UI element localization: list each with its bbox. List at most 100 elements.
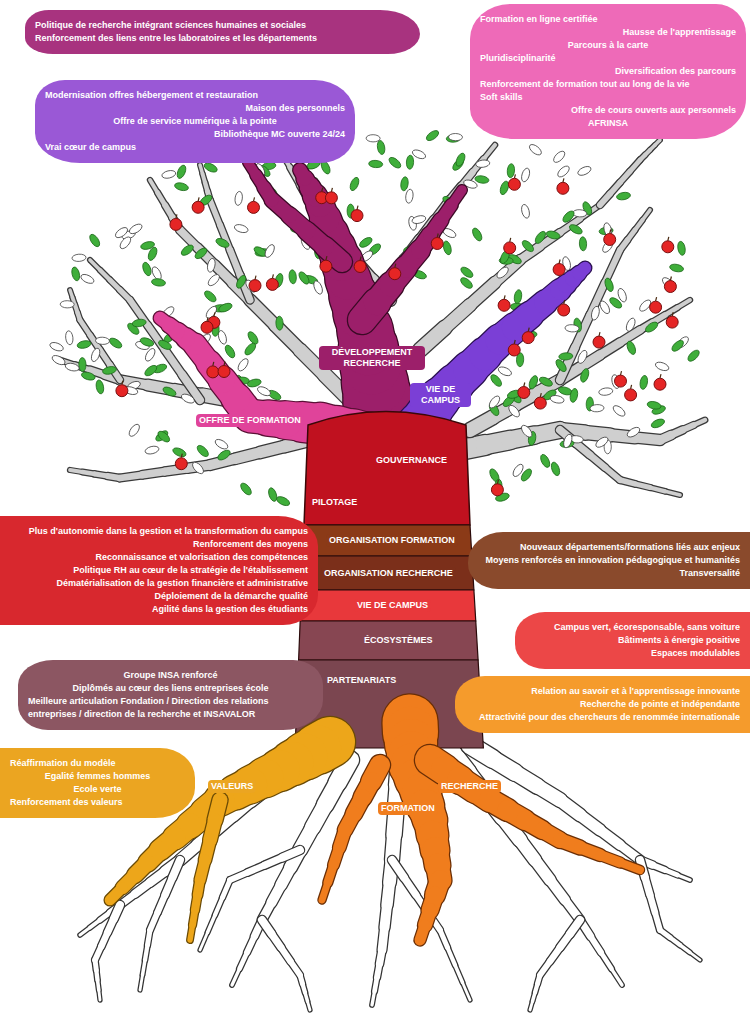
branch-segment	[665, 491, 680, 495]
leaf	[519, 467, 533, 483]
cloud-line: Nouveaux départements/formations liés au…	[478, 541, 740, 554]
branch	[60, 360, 330, 440]
leaf	[108, 336, 124, 350]
cloud-line: Bâtiments à énergie positive	[525, 634, 740, 647]
cloud-line: Renforcement de formation tout au long d…	[480, 78, 736, 91]
leaf	[497, 365, 513, 377]
leaf	[528, 143, 543, 157]
apple	[508, 178, 520, 190]
branch-segment	[70, 470, 83, 472]
apple-stem	[214, 312, 215, 316]
cloud-line: Relation au savoir et à l'apprentissage …	[465, 685, 740, 698]
cloud-line: Reconnaissance et valorisation des compé…	[10, 551, 308, 564]
leaf	[276, 316, 284, 330]
branch-segment	[200, 933, 208, 951]
leaf	[550, 461, 562, 477]
branch-segment	[448, 948, 456, 966]
branch-label: VIE DE CAMPUS	[410, 383, 471, 407]
branch-segment	[143, 960, 146, 975]
cloud-bubble: Formation en ligne certifiéeHausse de l'…	[470, 4, 746, 139]
cloud-line: Recherche de pointe et indépendante	[465, 698, 740, 711]
cloud-line: Renforcement des valeurs	[10, 796, 185, 809]
branch-segment	[605, 250, 620, 283]
leaf	[128, 222, 144, 235]
apple-stem	[668, 237, 669, 241]
leaf	[489, 373, 504, 388]
branch-segment	[650, 488, 665, 492]
research-branch	[240, 150, 342, 262]
branch-segment	[665, 308, 678, 316]
apple	[518, 387, 530, 399]
cloud-line: Maison des personnels	[45, 102, 345, 115]
branch	[560, 430, 680, 495]
leaf	[647, 400, 662, 410]
leaf	[243, 341, 258, 356]
branch-segment	[579, 268, 585, 274]
branch-segment	[158, 193, 166, 206]
apple	[666, 316, 678, 328]
cloud-line: Agilité dans la gestion des étudiants	[10, 603, 308, 616]
branch	[470, 300, 690, 430]
branch-segment	[215, 898, 223, 916]
branch-segment	[448, 948, 456, 966]
cloud-line: Plus d'autonomie dans la gestion et la t…	[10, 525, 308, 538]
branch-segment	[240, 953, 248, 969]
trunk-band	[300, 590, 476, 621]
leaf	[545, 230, 560, 241]
leaf	[366, 135, 380, 142]
apple-stem	[331, 188, 332, 192]
branch-label: VALEURS	[208, 780, 256, 793]
apple-stem	[610, 230, 611, 234]
leaf	[172, 446, 188, 458]
branch-segment	[100, 270, 110, 280]
branch-segment	[308, 1001, 311, 1010]
leaf	[625, 340, 637, 356]
leaf	[425, 129, 441, 143]
leaf	[519, 423, 533, 438]
branch-segment	[620, 863, 640, 871]
root	[95, 905, 120, 1000]
apple	[664, 281, 676, 293]
branch-segment	[605, 468, 620, 481]
cloud-line: Déploiement de la démarche qualité	[10, 590, 308, 603]
leaf	[275, 495, 291, 508]
root	[140, 860, 180, 990]
branch-segment	[484, 145, 495, 159]
cloud-bubble: Nouveaux départements/formations liés au…	[468, 532, 750, 589]
leaf	[65, 362, 80, 372]
branch-segment	[322, 883, 328, 901]
leaf	[670, 338, 685, 353]
branch	[200, 165, 250, 300]
leaf	[556, 164, 571, 179]
apple	[201, 321, 213, 333]
leaf	[81, 371, 96, 382]
branch	[560, 210, 650, 380]
branch-label: FORMATION	[378, 802, 438, 815]
leaf	[368, 160, 382, 168]
branch-segment	[80, 928, 90, 936]
leaf	[539, 453, 552, 469]
leaf	[236, 357, 250, 373]
branch-segment	[145, 945, 148, 960]
cloud-line: Offre de service numérique à la pointe	[45, 115, 345, 128]
apple-stem	[213, 362, 214, 366]
leaf	[233, 223, 248, 234]
leaf	[608, 296, 623, 310]
leaf	[406, 155, 414, 169]
branch-segment	[230, 250, 240, 275]
apple-stem	[631, 385, 632, 389]
apple-stem	[563, 178, 564, 182]
branch-segment	[308, 1001, 311, 1010]
leaf	[487, 394, 501, 409]
branch-segment	[601, 953, 612, 969]
branch-segment	[678, 875, 691, 880]
leaf	[162, 385, 178, 398]
apple	[522, 332, 534, 344]
root	[640, 860, 700, 960]
branch-segment	[143, 472, 166, 475]
branch-segment	[120, 475, 143, 478]
branch-segment	[70, 290, 73, 298]
leaf	[80, 273, 96, 286]
apple-stem	[504, 295, 505, 299]
branch-segment	[100, 350, 110, 365]
